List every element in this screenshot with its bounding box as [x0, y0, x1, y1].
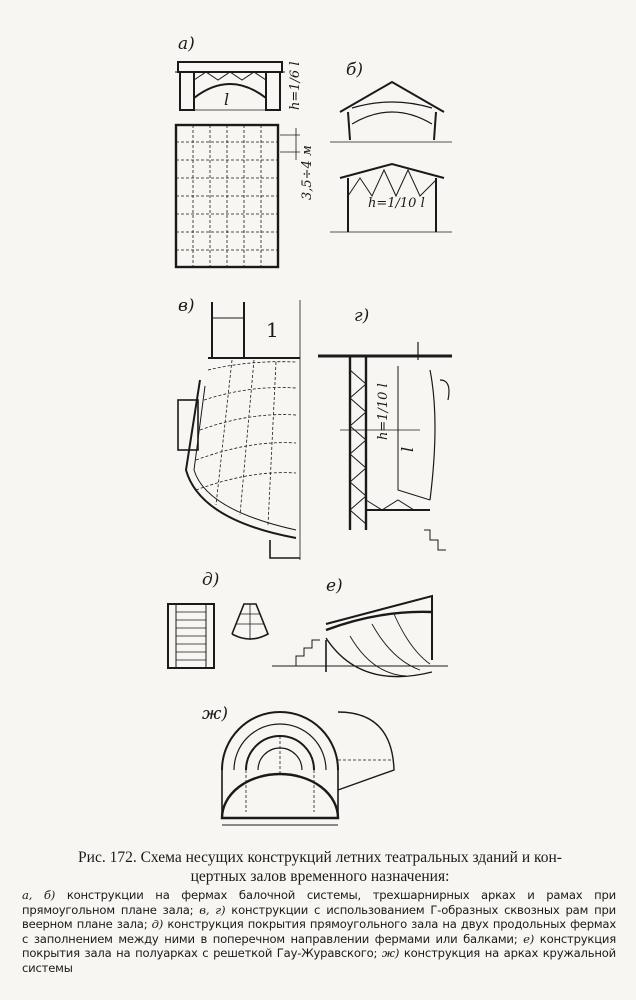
caption-text-v: конструкции с использованием Г-образных … [22, 902, 616, 932]
caption-title-line1: Рис. 172. Схема несущих конструкций летн… [78, 849, 562, 866]
drawing-b-frame [330, 162, 452, 233]
label-a: а) [178, 34, 195, 54]
dim-h-b: h=1/10 l [368, 196, 425, 211]
drawing-v-fan-plan [177, 300, 301, 560]
caption-text-zh: конструкция на арках кружальной системы [22, 946, 616, 975]
dim-h-g: h=1/10 l [376, 383, 391, 440]
caption-key-a: а, б) [22, 888, 56, 902]
dim-span-a: l [224, 90, 230, 109]
dim-spacing: 3,5÷4 м [300, 145, 315, 200]
drawing-e [272, 594, 448, 678]
drawing-a-elevation [175, 61, 285, 111]
label-d: д) [202, 570, 220, 590]
drawing-b-arch [330, 80, 452, 143]
caption-text-d: конструкция покрытия прямоугольного зала… [22, 917, 616, 946]
caption-key-zh: ж) [381, 946, 400, 960]
label-one: 1 [266, 318, 279, 342]
figure-caption-body: а, б) конструкции на фермах балочной сис… [22, 888, 616, 975]
caption-key-e: е) [523, 931, 535, 946]
drawing-a-plan [174, 123, 300, 269]
label-g: г) [354, 306, 370, 326]
figure-caption-title: Рис. 172. Схема несущих конструкций летн… [24, 848, 616, 886]
caption-text-e: конструкция покрытия зала на полуарках с… [22, 931, 616, 961]
dim-h-a: h=1/6 l [288, 61, 303, 110]
drawings [167, 61, 452, 826]
label-v: в) [178, 296, 195, 316]
caption-title-line2: цертных залов временного назначения: [190, 868, 450, 885]
drawing-zh [220, 711, 395, 826]
drawing-d [167, 603, 270, 669]
caption-key-d: д) [151, 917, 164, 931]
label-zh: ж) [202, 704, 228, 724]
caption-key-v: в, г) [199, 902, 226, 917]
label-b: б) [346, 60, 364, 80]
caption-text-a: конструкции на фермах балочной системы, … [22, 888, 616, 917]
label-e: е) [326, 576, 343, 596]
dim-l-g: l [398, 446, 417, 452]
drawing-g-section [318, 342, 452, 551]
